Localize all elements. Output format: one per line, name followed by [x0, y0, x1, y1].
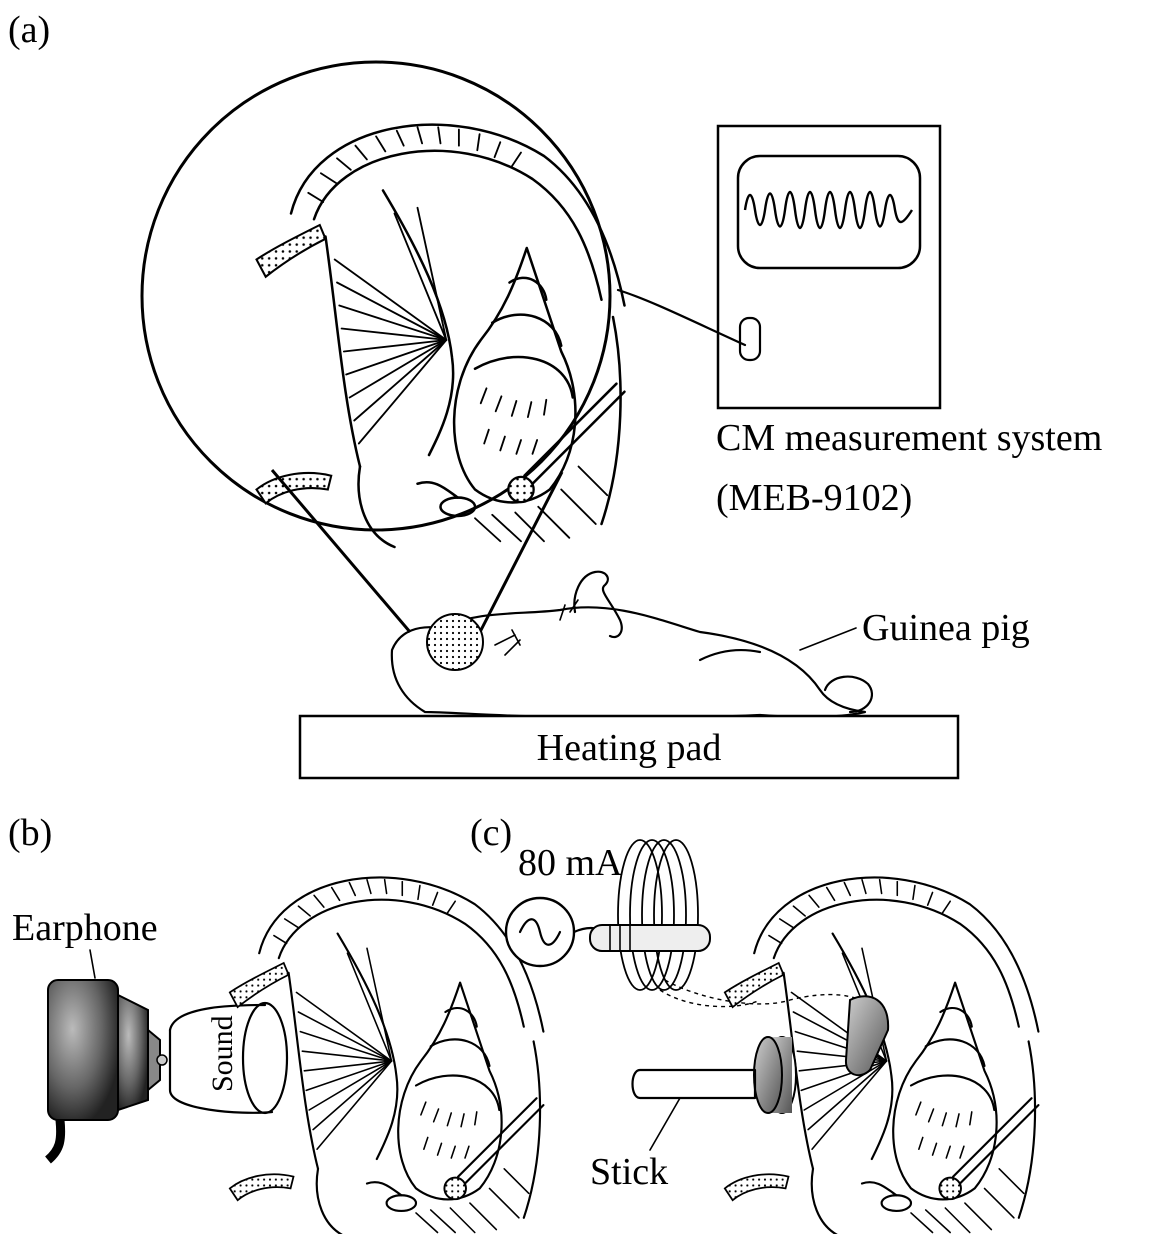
panel-label-a: (a) [8, 9, 50, 51]
guinea-pig [392, 572, 872, 718]
electrode-input-port [740, 318, 760, 360]
zoom-line-left [272, 470, 410, 632]
ear-region-dotted [427, 614, 483, 670]
earphone-label: Earphone [12, 907, 158, 949]
guinea-pig-leader [800, 628, 856, 650]
heating-pad-label: Heating pad [537, 727, 722, 769]
earphone-leader [90, 950, 95, 978]
earphone [48, 980, 167, 1160]
stick-leader [650, 1098, 680, 1150]
magnet-disc [754, 1037, 796, 1113]
guinea-pig-label: Guinea pig [862, 607, 1030, 649]
panel-label-c: (c) [470, 812, 512, 854]
cm-system-label: CM measurement system [716, 417, 1102, 459]
current-label: 80 mA [518, 842, 623, 884]
middle-ear-detail-a [257, 125, 625, 547]
stick-label: Stick [590, 1151, 668, 1193]
middle-ear-detail-b [230, 877, 544, 1234]
panel-label-b: (b) [8, 812, 52, 854]
stick [633, 1070, 756, 1098]
cm-system-model-label: (MEB-9102) [716, 477, 912, 519]
sound-label: Sound [206, 1015, 239, 1092]
